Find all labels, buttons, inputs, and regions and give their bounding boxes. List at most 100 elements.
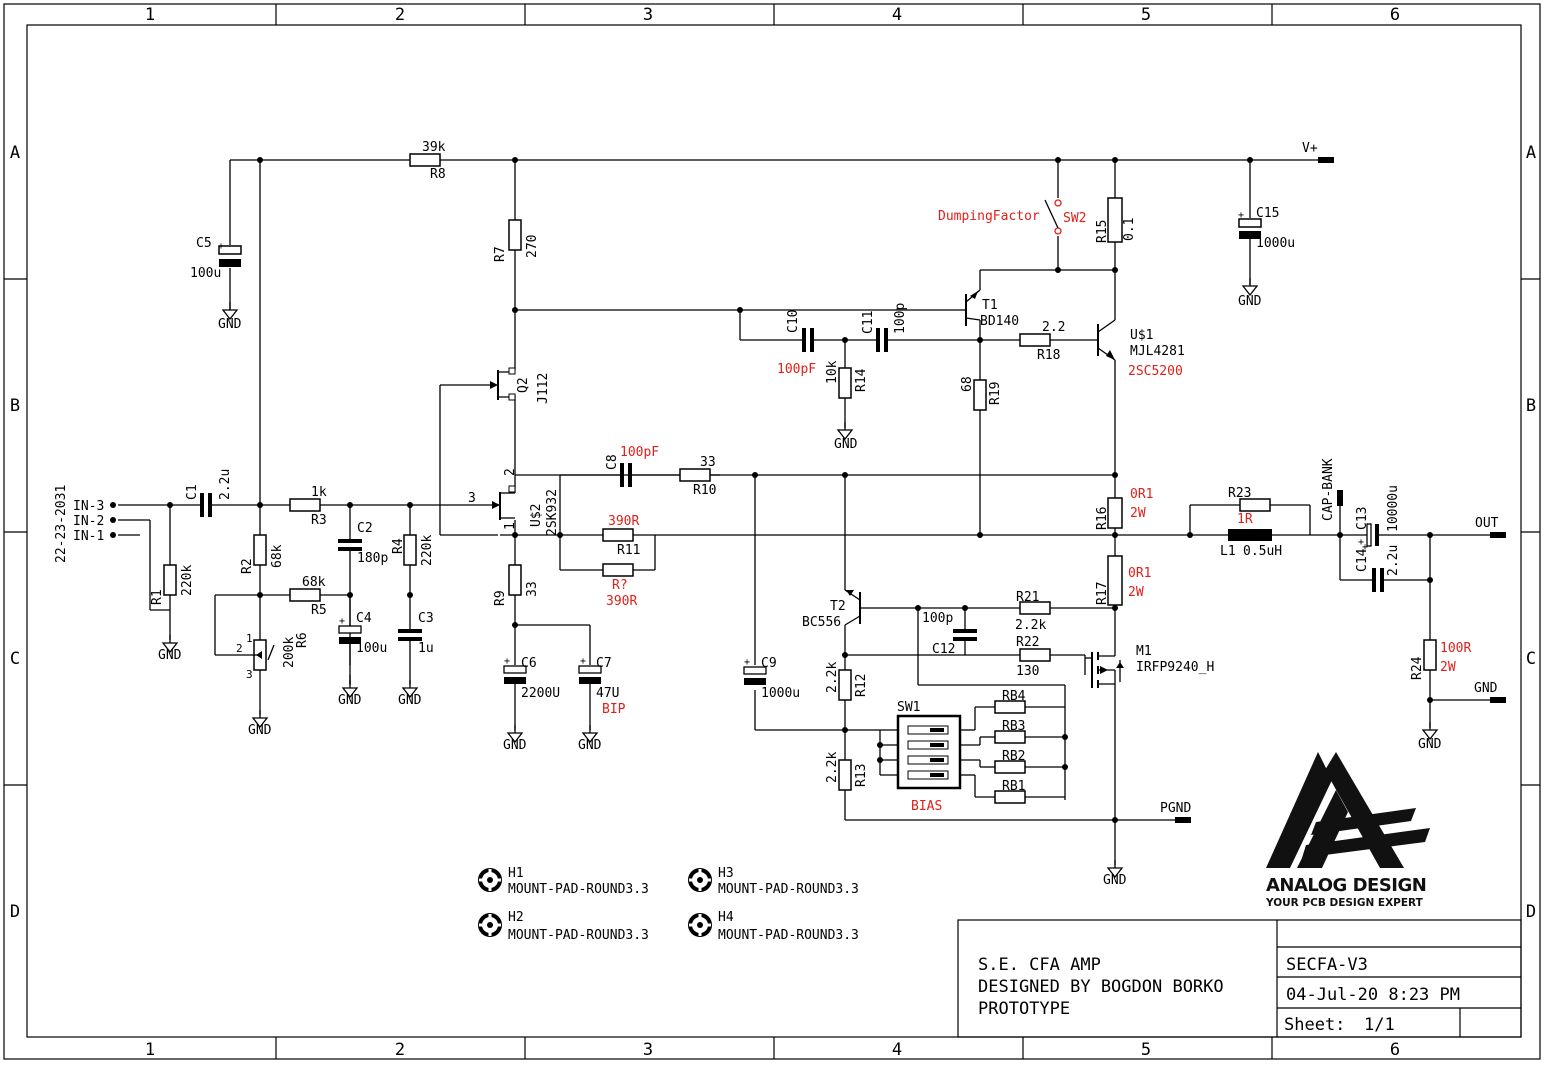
column-label: 1 [145, 1040, 155, 1060]
sw1-name: SW1 [897, 700, 920, 715]
logo-tagline: YOUR PCB DESIGN EXPERT [1265, 897, 1424, 909]
u1-alt: 2SC5200 [1128, 364, 1183, 379]
c2-value: 180p [357, 551, 388, 566]
c14-value: 2.2u [1386, 545, 1401, 576]
r17-rating: 2W [1128, 585, 1144, 600]
resistor-rb4: RB4 [994, 689, 1026, 714]
resistor-r23: R23 1R [1228, 486, 1271, 527]
dumping-factor-label: DumpingFactor [938, 209, 1040, 224]
row-label: C [10, 649, 20, 669]
r5-name: R5 [311, 603, 327, 618]
capacitor-c3: C3 1u GND [398, 611, 434, 708]
resistor-rb1: RB1 [994, 779, 1026, 804]
resistor-r13: 2.2k R13 [825, 752, 869, 791]
r10-name: R10 [693, 483, 716, 498]
u1-value: MJL4281 [1130, 344, 1185, 359]
pgnd-terminal: PGND GND [1103, 801, 1191, 888]
connector-pin: IN-2 [73, 514, 104, 529]
c1-value: 2.2u [218, 469, 233, 500]
project-title: S.E. CFA AMP [978, 955, 1101, 975]
cap-bank-label: CAP-BANK [1321, 458, 1336, 521]
out-label: OUT [1475, 516, 1499, 531]
sw1-label: BIAS [911, 799, 942, 814]
c13-polarity: + [1358, 537, 1364, 548]
out-terminal: OUT [1475, 516, 1506, 538]
capacitor-c13: + C13 10000u [1355, 485, 1401, 548]
mount-pad-h3: H3 MOUNT-PAD-ROUND3.3 [687, 866, 859, 897]
column-labels-bottom: 1 2 3 4 5 6 [145, 1040, 1400, 1060]
r16-value: 0R1 [1130, 487, 1153, 502]
sw2-name: SW2 [1063, 211, 1086, 226]
column-label: 5 [1141, 5, 1151, 25]
r6-value: 200k [282, 637, 297, 668]
r9-value: 33 [525, 581, 540, 597]
gnd-label: GND [338, 693, 362, 708]
c10-name: C10 [786, 310, 801, 333]
connector-pin: IN-3 [73, 499, 104, 514]
u2-pin: 1 [503, 522, 518, 530]
c12-value: 100p [922, 611, 953, 626]
c4-name: C4 [356, 611, 372, 626]
r12-name: R12 [854, 674, 869, 697]
u1-name: U$1 [1130, 328, 1153, 343]
status-line: PROTOTYPE [978, 999, 1070, 1019]
transistor-u1: U$1 MJL4281 2SC5200 [1097, 319, 1185, 379]
resistor-rb2: RB2 [994, 749, 1026, 774]
vplus-label: V+ [1302, 141, 1318, 156]
capacitor-c10: C10 100pF [777, 310, 816, 377]
row-labels-left: A B C D [10, 143, 20, 922]
c5-name: C5 [196, 236, 212, 251]
capacitor-c5: + C5 100u GND [190, 236, 242, 332]
capacitor-c6: + C6 2200U GND [503, 656, 560, 753]
connector-part: 22-23-2031 [54, 485, 69, 563]
capacitor-c2: C2 180p [338, 521, 388, 566]
r8-name: R8 [430, 167, 446, 182]
row-label: A [1526, 143, 1536, 163]
u2-pin: 3 [468, 491, 476, 506]
r12-value: 2.2k [825, 662, 840, 693]
c11-value: 100p [893, 303, 908, 334]
row-label: B [10, 396, 20, 416]
gnd-label: GND [398, 693, 422, 708]
r6-pin: 2 [236, 642, 243, 655]
c14-name: C14 [1355, 548, 1370, 572]
resistor-r24: R24 100R 2W GND GND [1410, 639, 1506, 752]
r5-value: 68k [302, 575, 326, 590]
r8-value: 39k [422, 140, 446, 155]
h2-name: H2 [508, 910, 524, 925]
r14-value: 10k [825, 360, 840, 384]
capacitor-c1: C1 2.2u [185, 469, 233, 517]
rq-name: R? [612, 578, 628, 593]
column-label: 3 [643, 1040, 653, 1060]
c7-polarity: + [580, 656, 586, 667]
r11-name: R11 [617, 543, 640, 558]
h1-value: MOUNT-PAD-ROUND3.3 [508, 882, 649, 897]
logo-brand: ANALOG DESIGN [1266, 875, 1426, 896]
potentiometer-r6: 1 2 3 200k R6 GND [236, 632, 310, 738]
r17-name: R17 [1095, 582, 1110, 605]
q2-name: Q2 [516, 377, 531, 393]
c8-name: C8 [605, 454, 620, 470]
row-label: A [10, 143, 20, 163]
c6-name: C6 [521, 656, 537, 671]
u2-pin: 2 [503, 468, 518, 476]
rb2-name: RB2 [1002, 749, 1025, 764]
resistor-r10: 33 R10 [679, 455, 716, 498]
resistor-r18: 2.2 R18 [1019, 320, 1065, 363]
resistor-r21: R21 2.2k [1015, 590, 1051, 633]
column-labels-top: 1 2 3 4 5 6 [145, 5, 1400, 25]
connector-pin: IN-1 [73, 529, 104, 544]
c6-polarity: + [504, 656, 510, 667]
capacitor-c9: + C9 1000u [743, 656, 800, 701]
r10-value: 33 [700, 455, 716, 470]
c13-name: C13 [1355, 507, 1370, 530]
r1-value: 220k [180, 565, 195, 596]
t1-value: BD140 [980, 314, 1019, 329]
mount-pad-h2: H2 MOUNT-PAD-ROUND3.3 [477, 910, 649, 943]
gnd-out-label: GND [1474, 681, 1498, 696]
l1-value: 0.5uH [1243, 544, 1282, 559]
row-label: D [1526, 902, 1536, 922]
document-number: SECFA-V3 [1286, 955, 1368, 975]
jfet-q2: Q2 J112 [490, 367, 551, 404]
